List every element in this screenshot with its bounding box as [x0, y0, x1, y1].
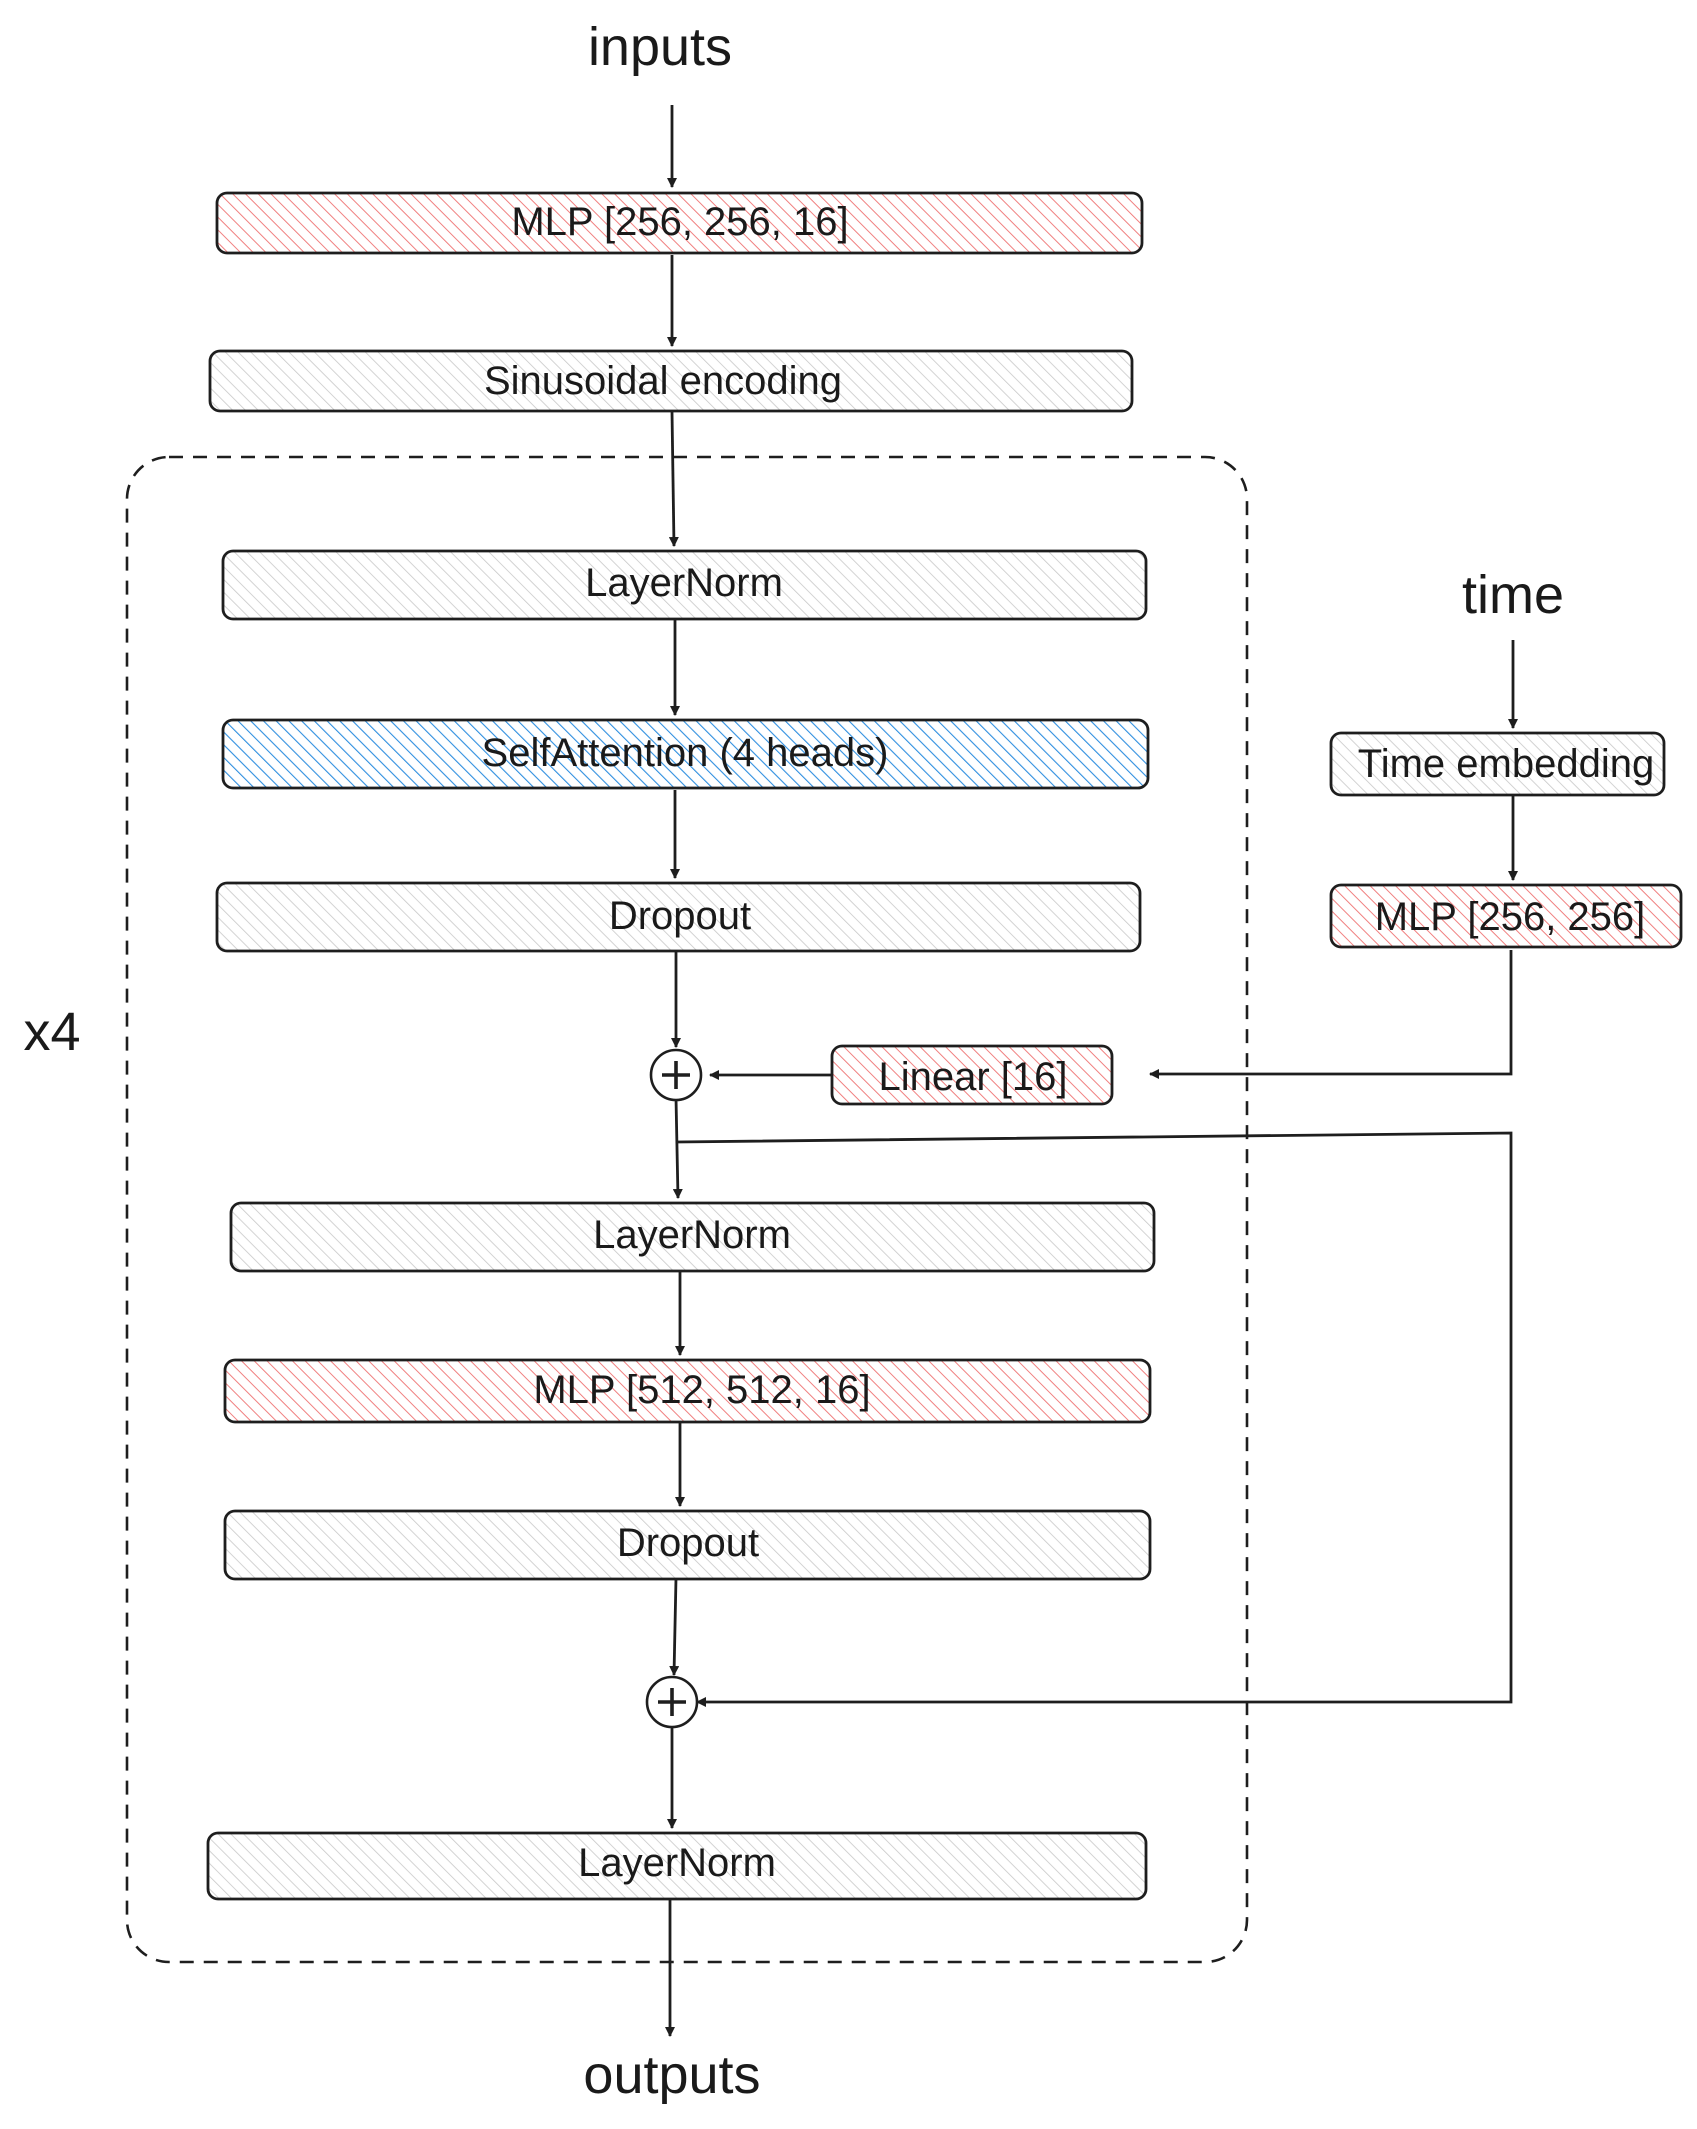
node-mlp-block: MLP [512, 512, 16]: [223, 1358, 1152, 1424]
inputs-label: inputs: [588, 17, 732, 77]
node-layernorm-3: LayerNorm: [206, 1831, 1148, 1901]
edge-dropout2-sum2: [669, 1577, 680, 1676]
node-mlp-block-label: MLP [512, 512, 16]: [533, 1368, 870, 1412]
edge-residual-skip: [675, 1131, 1513, 1707]
repeat-count-label: x4: [23, 1002, 80, 1062]
repeat-block-group: [125, 455, 1249, 1964]
outputs-label: outputs: [583, 2045, 760, 2105]
time-label: time: [1462, 565, 1564, 625]
node-linear: Linear [16]: [830, 1044, 1114, 1106]
node-layernorm-1: LayerNorm: [221, 549, 1148, 621]
edges: [665, 105, 1518, 2037]
node-layernorm-1-label: LayerNorm: [585, 561, 783, 605]
node-time-embedding: Time embedding: [1329, 731, 1666, 797]
node-layernorm-2-label: LayerNorm: [593, 1213, 791, 1257]
sum-node-1: [649, 1048, 703, 1102]
node-dropout-2: Dropout: [223, 1509, 1152, 1581]
edge-mlp-linear: [1149, 950, 1513, 1079]
node-mlp-input: MLP [256, 256, 16]: [215, 191, 1144, 255]
node-time-embedding-label: Time embedding: [1358, 742, 1654, 786]
node-linear-label: Linear [16]: [878, 1055, 1067, 1099]
node-dropout-1: Dropout: [215, 881, 1142, 953]
node-self-attention: SelfAttention (4 heads): [221, 718, 1150, 790]
node-dropout-1-label: Dropout: [609, 894, 751, 938]
node-mlp-time: MLP [256, 256]: [1329, 883, 1683, 949]
edge-sum1-layernorm2: [672, 1097, 683, 1199]
node-layernorm-2: LayerNorm: [229, 1201, 1156, 1273]
sum-node-2: [645, 1675, 699, 1729]
node-layernorm-3-label: LayerNorm: [578, 1841, 776, 1885]
node-mlp-input-label: MLP [256, 256, 16]: [511, 200, 848, 244]
node-sinusoidal-encoding-label: Sinusoidal encoding: [484, 359, 842, 403]
node-mlp-time-label: MLP [256, 256]: [1375, 895, 1646, 939]
edge-sinusoidal-layernorm: [668, 411, 679, 547]
node-dropout-2-label: Dropout: [617, 1521, 759, 1565]
node-self-attention-label: SelfAttention (4 heads): [482, 731, 889, 775]
node-sinusoidal-encoding: Sinusoidal encoding: [208, 349, 1134, 413]
